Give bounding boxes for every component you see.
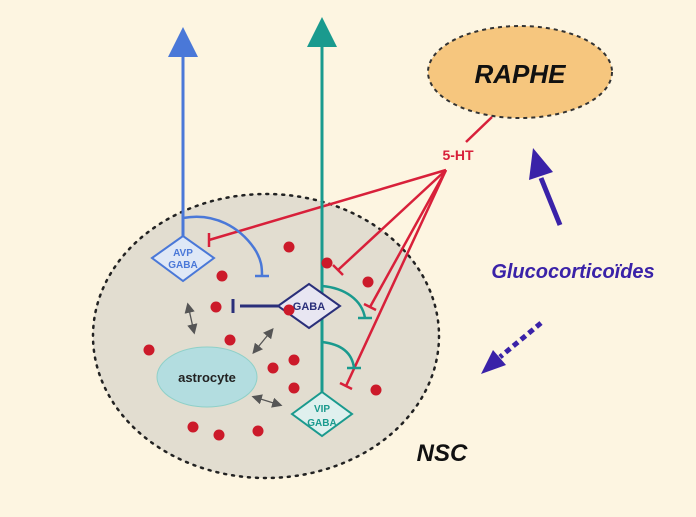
- raphe-label: RAPHE: [474, 59, 566, 89]
- vip-dendrite-upper: [321, 284, 367, 319]
- glucocorticoid-nsc-arrow: [481, 321, 543, 374]
- raphe-projection-line: [465, 116, 493, 143]
- vip-dendrite-lower: [321, 340, 356, 369]
- gaba-label: GABA: [293, 301, 325, 313]
- avp-dendrite: [182, 215, 264, 277]
- gaba-neuron: [276, 282, 342, 330]
- serotonin-dots: [143, 241, 382, 441]
- vip-label-line2: GABA: [307, 418, 336, 429]
- vip-gaba-neuron: [290, 390, 354, 438]
- vip-label-line1: VIP: [314, 404, 330, 415]
- avp-gaba-neuron: [150, 234, 216, 283]
- astrocyte-label: astrocyte: [178, 370, 236, 385]
- raphe-region: [427, 25, 613, 119]
- glucocorticoids-label: Glucocorticoïdes: [491, 261, 654, 283]
- glucocorticoid-raphe-arrow: [529, 148, 563, 226]
- astrocyte-interaction-arrows: [184, 302, 283, 408]
- serotonin-label: 5-HT: [442, 147, 474, 163]
- avp-label-line1: AVP: [173, 248, 193, 259]
- avp-label-line2: GABA: [168, 260, 197, 271]
- astrocyte-cell: [156, 346, 258, 408]
- serotonin-fibers: [207, 168, 448, 391]
- nsc-region: [91, 192, 441, 480]
- nsc-label: NSC: [417, 440, 468, 467]
